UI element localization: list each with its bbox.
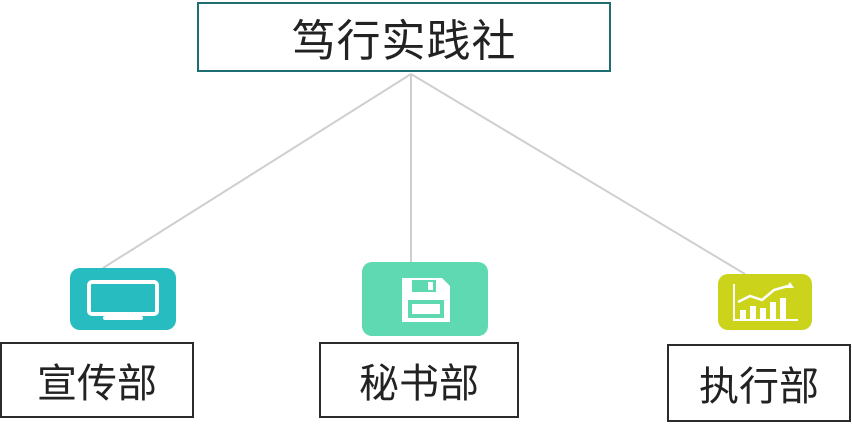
dept-label-publicity: 宣传部 (37, 361, 157, 407)
dept-box-secretariat: 秘书部 (319, 342, 519, 418)
dept-box-publicity: 宣传部 (0, 342, 194, 418)
monitor-icon (70, 268, 176, 330)
root-node: 笃行实践社 (197, 2, 611, 72)
connector-to-publicity (102, 73, 412, 269)
dept-box-execution: 执行部 (667, 344, 851, 422)
bar-chart-icon (718, 274, 812, 330)
dept-label-secretariat: 秘书部 (359, 361, 479, 407)
floppy-disk-icon (362, 262, 488, 336)
connector-to-execution (410, 73, 746, 275)
dept-label-execution: 执行部 (699, 364, 819, 410)
root-node-label: 笃行实践社 (291, 16, 517, 67)
